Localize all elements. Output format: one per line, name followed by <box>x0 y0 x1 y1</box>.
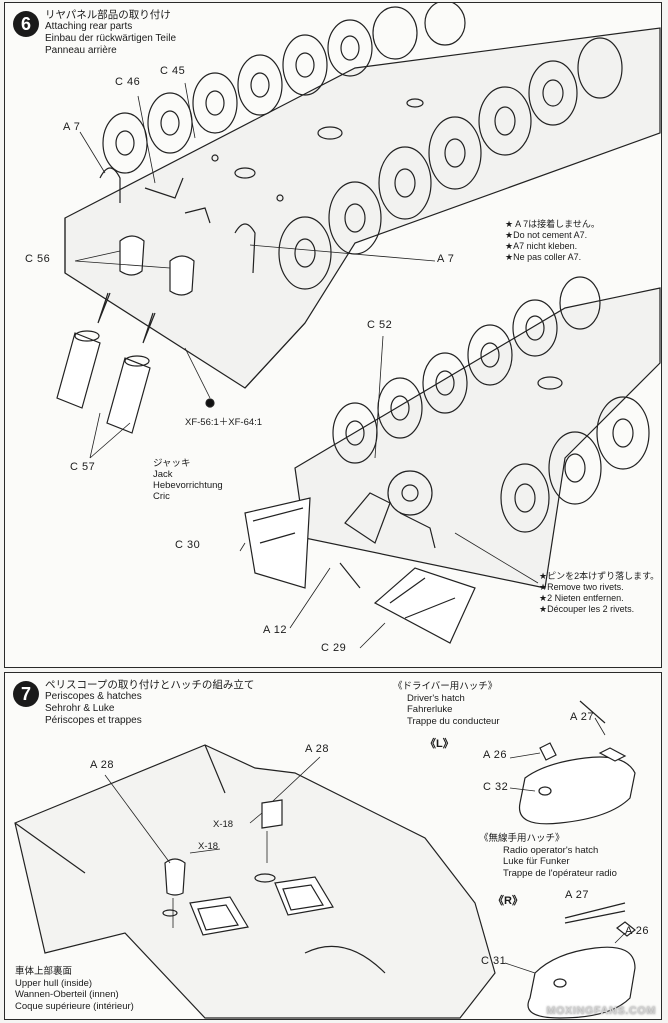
side-label-left: 《L》 <box>425 738 454 750</box>
title-jp: ペリスコープの取り付けとハッチの組み立て <box>45 679 255 691</box>
part-label-a12: A 12 <box>263 624 288 636</box>
radio-hatch-en: Radio operator's hatch <box>503 844 599 856</box>
title-de: Sehrohr & Luke <box>45 703 115 714</box>
note-rivets-fr: ★Découper les 2 rivets. <box>539 604 635 614</box>
jack-jp: ジャッキ <box>153 458 191 469</box>
title-de: Einbau der rückwärtigen Teile <box>45 33 177 44</box>
exhaust-parts <box>56 235 195 434</box>
part-label-a26-top: A 26 <box>483 749 508 761</box>
paint-label-x18-b: X-18 <box>198 841 219 852</box>
part-label-a26-bottom: A 26 <box>625 925 650 937</box>
jack-de: Hebevorrichtung <box>153 480 223 491</box>
jack-label: ジャッキ Jack Hebevorrichtung Cric <box>153 458 223 502</box>
hull-de: Wannen-Oberteil (innen) <box>15 989 119 1000</box>
radio-hatch-fr: Trappe de l'opérateur radio <box>503 867 617 879</box>
step-number-7: 7 <box>13 681 39 707</box>
part-label-c57: C 57 <box>70 461 96 473</box>
part-label-c32: C 32 <box>483 781 509 793</box>
paint-mix-note: XF-56:1＋XF-64:1 <box>185 417 263 428</box>
part-label-a7-right: A 7 <box>437 253 455 265</box>
driver-hatch-jp: 《ドライバー用ハッチ》 <box>393 681 498 692</box>
note-a7-no-cement: ★ A 7は接着しません。 ★Do not cement A7. ★A7 nic… <box>505 219 600 263</box>
note-a7-en: ★Do not cement A7. <box>505 230 588 240</box>
title-fr: Panneau arrière <box>45 45 117 56</box>
part-label-c30: C 30 <box>175 539 201 551</box>
step-7-panel: 7 ペリスコープの取り付けとハッチの組み立て Periscopes & hatc… <box>4 672 662 1020</box>
step-6-title: リヤパネル部品の取り付け Attaching rear parts Einbau… <box>45 9 176 57</box>
part-label-a28-left: A 28 <box>90 759 115 771</box>
note-a7-fr: ★Ne pas coller A7. <box>505 252 582 262</box>
part-label-a27-bottom: A 27 <box>565 889 590 901</box>
note-rivets-jp: ★ピンを2本けずり落します。 <box>539 571 660 581</box>
step-7-drawing <box>14 700 636 1019</box>
step-6-drawing <box>56 3 661 649</box>
title-jp: リヤパネル部品の取り付け <box>45 9 171 21</box>
part-label-c31: C 31 <box>481 955 507 967</box>
title-en: Periscopes & hatches <box>45 691 142 702</box>
step-6-panel: 6 リヤパネル部品の取り付け Attaching rear parts Einb… <box>4 2 662 668</box>
paint-label-x18-a: X-18 <box>213 819 234 830</box>
hull-jp: 車体上部裏面 <box>15 966 73 977</box>
title-en: Attaching rear parts <box>45 21 133 32</box>
part-label-a7-top: A 7 <box>63 121 81 133</box>
part-label-c29: C 29 <box>321 642 347 654</box>
jack-en: Jack <box>153 469 173 480</box>
part-label-a28-right: A 28 <box>305 743 330 755</box>
note-a7-de: ★A7 nicht kleben. <box>505 241 578 251</box>
note-remove-rivets: ★ピンを2本けずり落します。 ★Remove two rivets. ★2 Ni… <box>539 571 659 615</box>
part-label-c56: C 56 <box>25 253 51 265</box>
hull-en: Upper hull (inside) <box>15 977 93 989</box>
side-label-right: 《R》 <box>493 895 523 907</box>
watermark: MOXINGFANS.COM <box>546 1005 656 1017</box>
step-7-title: ペリスコープの取り付けとハッチの組み立て Periscopes & hatche… <box>45 679 254 727</box>
radio-hatch-jp: 《無線手用ハッチ》 <box>479 833 565 844</box>
upper-hull-caption: 車体上部裏面 Upper hull (inside) Wannen-Oberte… <box>15 966 134 1012</box>
driver-hatch-fr: Trappe du conducteur <box>407 715 500 727</box>
radio-hatch-caption: 《無線手用ハッチ》 Radio operator's hatch Luke fü… <box>479 833 617 879</box>
hull-fr: Coque supérieure (intérieur) <box>15 1000 134 1012</box>
jack-fr: Cric <box>153 491 170 502</box>
title-fr: Périscopes et trappes <box>45 715 142 726</box>
part-label-c46: C 46 <box>115 76 141 88</box>
part-label-a27-top: A 27 <box>570 711 595 723</box>
note-a7-jp: ★ A 7は接着しません。 <box>505 219 600 229</box>
note-rivets-en: ★Remove two rivets. <box>539 582 624 592</box>
step-number-6: 6 <box>13 11 39 37</box>
radio-hatch-de: Luke für Funker <box>503 856 570 867</box>
note-rivets-de: ★2 Nieten entfernen. <box>539 593 624 603</box>
driver-hatch-en: Driver's hatch <box>407 692 465 704</box>
part-label-c52: C 52 <box>367 319 393 331</box>
driver-hatch-caption: 《ドライバー用ハッチ》 Driver's hatch Fahrerluke Tr… <box>393 681 500 727</box>
driver-hatch-de: Fahrerluke <box>407 704 453 715</box>
part-label-c45: C 45 <box>160 65 186 77</box>
